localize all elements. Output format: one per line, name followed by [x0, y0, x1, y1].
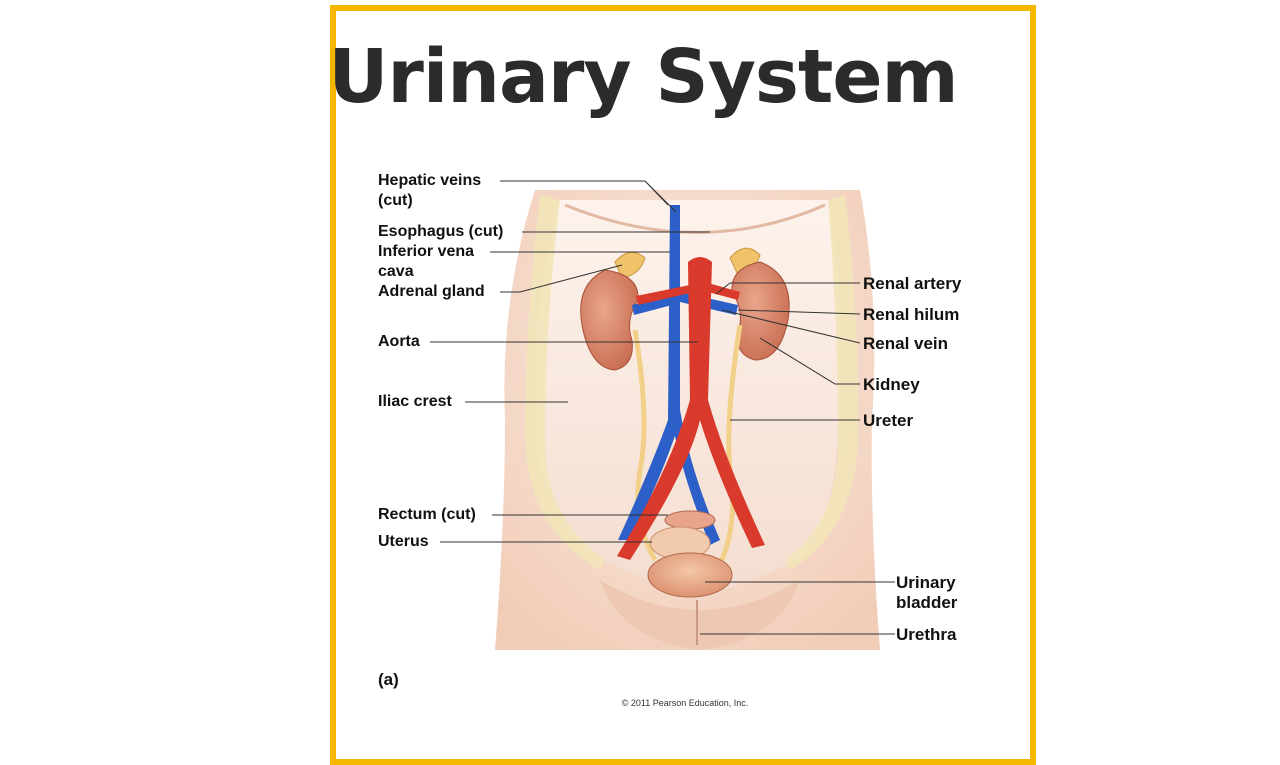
label-renal-vein: Renal vein: [863, 334, 949, 353]
label-urethra: Urethra: [896, 625, 957, 644]
label-hepatic-veins-cut: (cut): [378, 192, 413, 209]
aorta: [617, 257, 765, 560]
right-renal-artery: [708, 283, 740, 300]
label-hepatic-veins: Hepatic veins: [378, 172, 482, 189]
leader-renal-artery: [715, 282, 860, 295]
label-aorta: Aorta: [378, 333, 420, 350]
label-renal-hilum: Renal hilum: [863, 305, 960, 324]
leader-renal-vein: [721, 309, 861, 344]
label-inferior-vena: Inferior vena: [378, 243, 475, 260]
label-uterus: Uterus: [378, 533, 429, 550]
label-ureter: Ureter: [863, 411, 914, 430]
inferior-vena-cava: [618, 205, 680, 540]
slide-title: Urinary System: [328, 34, 958, 120]
label-kidney: Kidney: [863, 375, 920, 394]
right-abdominal-wall: [785, 195, 859, 570]
label-urinary-bladder: bladder: [896, 593, 958, 612]
label-rectum: Rectum (cut): [378, 506, 476, 523]
panel-label: (a): [378, 670, 399, 689]
label-urinary: Urinary: [896, 573, 956, 592]
urinary-anatomy-illustration: [430, 180, 895, 650]
label-inferior-vena-cava: cava: [378, 263, 414, 280]
leader-hepatic-veins: [500, 180, 677, 213]
label-esophagus: Esophagus (cut): [378, 223, 504, 240]
label-renal-artery: Renal artery: [863, 274, 962, 293]
label-iliac-crest: Iliac crest: [378, 393, 452, 410]
leader-adrenal-gland: [500, 264, 623, 293]
copyright-text: © 2011 Pearson Education, Inc.: [621, 698, 749, 708]
label-adrenal-gland: Adrenal gland: [378, 283, 485, 300]
left-renal-artery: [636, 285, 690, 305]
leader-renal-hilum: [737, 309, 861, 315]
urinary-bladder: [647, 552, 733, 598]
pubic-area: [600, 580, 800, 650]
leader-kidney: [759, 337, 860, 385]
left-adrenal-gland: [614, 251, 646, 279]
rectum: [664, 510, 716, 530]
left-abdominal-wall: [525, 195, 605, 570]
left-renal-vein: [632, 295, 672, 315]
